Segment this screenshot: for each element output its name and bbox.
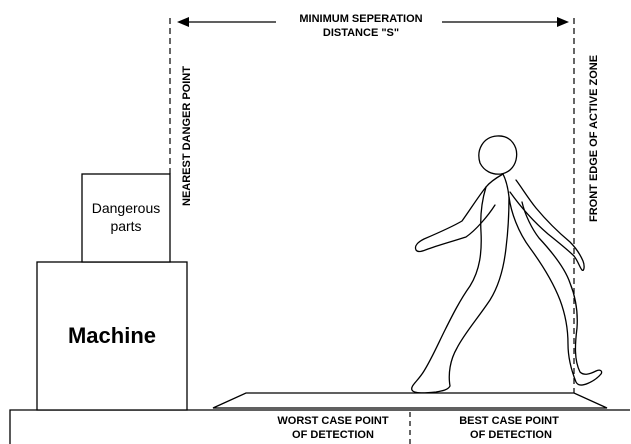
separation-arrow-head-right bbox=[557, 17, 569, 27]
person-shoulder bbox=[485, 173, 504, 188]
machine-box bbox=[36, 261, 188, 411]
detection-mat bbox=[212, 392, 608, 409]
best-case-label-line1: BEST CASE POINT bbox=[459, 415, 559, 427]
machine-label: Machine bbox=[68, 323, 156, 348]
front-edge-label: FRONT EDGE OF ACTIVE ZONE bbox=[588, 55, 600, 222]
walking-person-figure bbox=[411, 135, 603, 394]
person-forward-arm bbox=[414, 186, 496, 253]
nearest-danger-point-label: NEAREST DANGER POINT bbox=[181, 66, 193, 206]
person-front-body-and-front-leg bbox=[411, 186, 510, 394]
dangerous-parts-label-line2: parts bbox=[110, 218, 141, 234]
person-head bbox=[478, 135, 518, 175]
separation-label-backdrop bbox=[276, 12, 442, 26]
person-rear-arm bbox=[509, 179, 585, 272]
separation-label-line2: DISTANCE "S" bbox=[323, 27, 399, 39]
person-back-and-rear-leg bbox=[502, 173, 603, 386]
dangerous-parts-box bbox=[81, 173, 171, 263]
dangerous-parts-label-line1: Dangerous bbox=[92, 200, 161, 216]
separation-label-line1: MINIMUM SEPERATION bbox=[299, 13, 422, 25]
separation-arrow-head-left bbox=[177, 17, 189, 27]
best-case-label-line2: OF DETECTION bbox=[470, 429, 552, 441]
worst-case-label-line1: WORST CASE POINT bbox=[277, 415, 389, 427]
floor-outline bbox=[9, 409, 630, 444]
worst-case-label-line2: OF DETECTION bbox=[292, 429, 374, 441]
